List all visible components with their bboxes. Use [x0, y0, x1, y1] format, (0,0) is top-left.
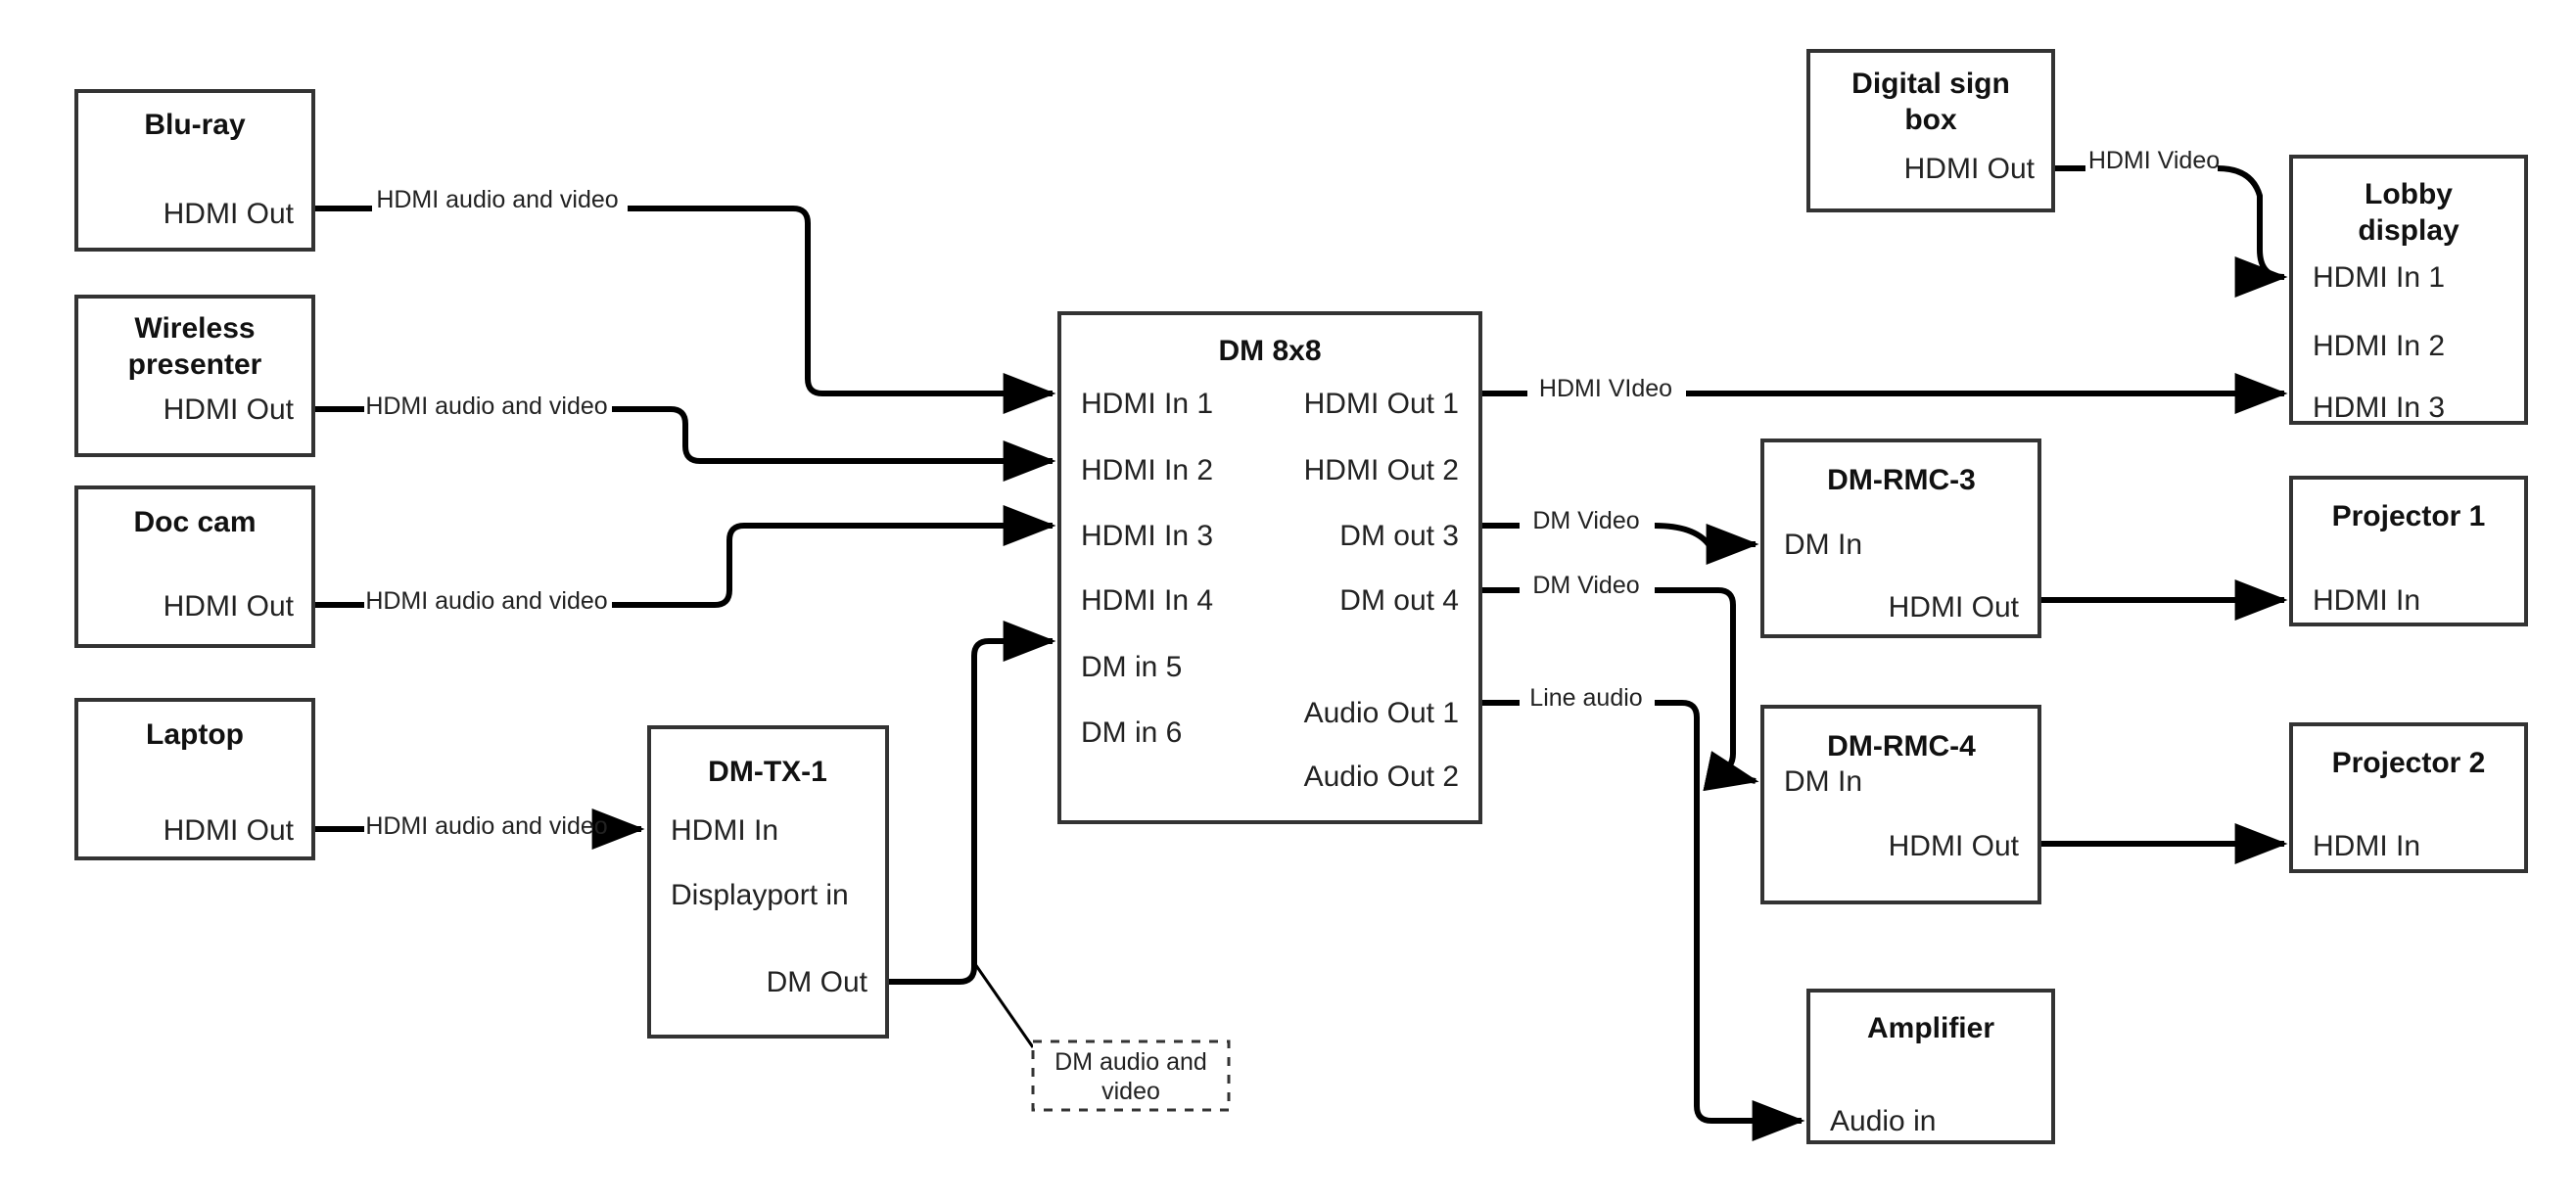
port-blu-ray-hdmi-out: HDMI Out	[164, 198, 295, 230]
callout-dm-audio-and-video: DM audio and video	[1031, 1039, 1231, 1112]
edge-label-digital-sign: HDMI Video	[2088, 147, 2220, 174]
port-lobby-display-hdmi-in-2: HDMI In 2	[2313, 330, 2445, 362]
edge-label-dm-out-4: DM Video	[1532, 572, 1639, 599]
port-dm-tx-1-displayport-in: Displayport in	[671, 879, 849, 911]
node-title-lobby-display-line1: Lobby	[2365, 178, 2453, 210]
port-lobby-display-hdmi-in-1: HDMI In 1	[2313, 261, 2445, 294]
node-title-doc-cam: Doc cam	[133, 506, 256, 538]
node-title-lobby-display-line2: display	[2358, 214, 2459, 247]
callout-leader-line	[973, 963, 1035, 1048]
node-lobby-display[interactable]: Lobby display HDMI In 1 HDMI In 2 HDMI I…	[2289, 155, 2528, 425]
node-laptop[interactable]: Laptop HDMI Out	[74, 698, 315, 860]
node-dm-tx-1[interactable]: DM-TX-1 HDMI In Displayport in DM Out	[647, 725, 889, 1039]
port-amplifier-audio-in: Audio in	[1830, 1105, 1936, 1137]
node-blu-ray[interactable]: Blu-ray HDMI Out	[74, 89, 315, 252]
edge-dm-out-3-to-dm-rmc-3: DM Video	[1480, 507, 1759, 565]
node-title-wireless-presenter-line2: presenter	[128, 348, 262, 381]
port-dm-rmc-4-dm-in: DM In	[1784, 765, 1862, 798]
edge-layer: HDMI audio and video HDMI audio and vide…	[313, 147, 2288, 1141]
edge-doc-cam-to-hdmi-in-3: HDMI audio and video	[313, 505, 1056, 615]
edge-dm-tx-1-to-dm-in-5	[887, 621, 1056, 985]
node-dm-rmc-4[interactable]: DM-RMC-4 DM In HDMI Out	[1760, 705, 2041, 904]
node-layer: Blu-ray HDMI Out Wireless presenter HDMI…	[74, 49, 2528, 1144]
edge-label-audio-out-1: Line audio	[1529, 684, 1642, 712]
node-doc-cam[interactable]: Doc cam HDMI Out	[74, 485, 315, 648]
port-dm-8x8-dm-out-4: DM out 4	[1339, 584, 1459, 617]
port-dm-8x8-hdmi-in-4: HDMI In 4	[1081, 584, 1213, 617]
edge-label-laptop: HDMI audio and video	[365, 812, 607, 840]
node-digital-sign-box[interactable]: Digital sign box HDMI Out	[1806, 49, 2055, 212]
node-title-laptop: Laptop	[146, 718, 244, 751]
port-dm-8x8-dm-in-6: DM in 6	[1081, 716, 1182, 749]
port-dm-tx-1-hdmi-in: HDMI In	[671, 814, 778, 847]
port-projector-1-hdmi-in: HDMI In	[2313, 584, 2420, 617]
callout-text-line1: DM audio and	[1054, 1048, 1207, 1076]
port-laptop-hdmi-out: HDMI Out	[164, 814, 295, 847]
port-wireless-presenter-hdmi-out: HDMI Out	[164, 393, 295, 426]
port-dm-rmc-3-dm-in: DM In	[1784, 529, 1862, 561]
port-dm-8x8-hdmi-out-1: HDMI Out 1	[1304, 388, 1459, 420]
edge-blu-ray-to-hdmi-in-1: HDMI audio and video	[313, 186, 1056, 414]
node-title-dm-rmc-4: DM-RMC-4	[1827, 730, 1976, 762]
port-dm-rmc-3-hdmi-out: HDMI Out	[1889, 591, 2020, 624]
node-title-amplifier: Amplifier	[1867, 1012, 1994, 1044]
node-title-wireless-presenter-line1: Wireless	[134, 312, 255, 345]
node-title-dm-rmc-3: DM-RMC-3	[1827, 464, 1976, 496]
node-dm-rmc-3[interactable]: DM-RMC-3 DM In HDMI Out	[1760, 439, 2041, 638]
edge-wireless-presenter-to-hdmi-in-2: HDMI audio and video	[313, 393, 1056, 482]
node-projector-2[interactable]: Projector 2 HDMI In	[2289, 722, 2528, 873]
edge-label-hdmi-out-1: HDMI VIdeo	[1539, 375, 1672, 402]
node-title-projector-1: Projector 1	[2332, 500, 2486, 532]
edge-dm-out-4-to-dm-rmc-4: DM Video	[1480, 572, 1759, 792]
edge-audio-out-1-to-amplifier: Line audio	[1480, 684, 1805, 1141]
port-projector-2-hdmi-in: HDMI In	[2313, 830, 2420, 862]
port-dm-tx-1-dm-out: DM Out	[767, 966, 868, 998]
edge-label-blu-ray: HDMI audio and video	[376, 186, 618, 213]
node-title-digital-sign-box-line1: Digital sign	[1851, 68, 2010, 100]
edge-hdmi-out-1-to-lobby-hdmi-in-3: HDMI VIdeo	[1480, 373, 2288, 414]
port-dm-8x8-audio-out-2: Audio Out 2	[1304, 761, 1459, 793]
port-dm-8x8-dm-out-3: DM out 3	[1339, 520, 1459, 552]
port-dm-8x8-dm-in-5: DM in 5	[1081, 651, 1182, 683]
node-dm-8x8[interactable]: DM 8x8 HDMI In 1 HDMI In 2 HDMI In 3 HDM…	[1057, 311, 1482, 824]
node-title-blu-ray: Blu-ray	[144, 109, 246, 141]
edge-digital-sign-to-lobby-hdmi-in-1: HDMI Video	[2053, 147, 2288, 298]
node-title-dm-8x8: DM 8x8	[1218, 335, 1321, 367]
port-digital-sign-box-hdmi-out: HDMI Out	[1904, 153, 2036, 185]
node-title-projector-2: Projector 2	[2332, 747, 2486, 779]
port-dm-8x8-audio-out-1: Audio Out 1	[1304, 697, 1459, 729]
node-title-dm-tx-1: DM-TX-1	[708, 756, 827, 788]
port-dm-8x8-hdmi-in-2: HDMI In 2	[1081, 454, 1213, 486]
node-wireless-presenter[interactable]: Wireless presenter HDMI Out	[74, 295, 315, 457]
port-dm-8x8-hdmi-in-1: HDMI In 1	[1081, 388, 1213, 420]
edge-laptop-to-dm-tx-1: HDMI audio and video	[313, 808, 645, 850]
port-lobby-display-hdmi-in-3: HDMI In 3	[2313, 392, 2445, 424]
node-amplifier[interactable]: Amplifier Audio in	[1806, 989, 2055, 1144]
port-doc-cam-hdmi-out: HDMI Out	[164, 590, 295, 623]
edge-label-doc-cam: HDMI audio and video	[365, 587, 607, 615]
node-projector-1[interactable]: Projector 1 HDMI In	[2289, 476, 2528, 626]
port-dm-8x8-hdmi-out-2: HDMI Out 2	[1304, 454, 1459, 486]
port-dm-8x8-hdmi-in-3: HDMI In 3	[1081, 520, 1213, 552]
callout-text-line2: video	[1101, 1078, 1160, 1105]
node-title-digital-sign-box-line2: box	[1904, 104, 1957, 136]
edge-label-wireless-presenter: HDMI audio and video	[365, 393, 607, 420]
edge-label-dm-out-3: DM Video	[1532, 507, 1639, 534]
port-dm-rmc-4-hdmi-out: HDMI Out	[1889, 830, 2020, 862]
